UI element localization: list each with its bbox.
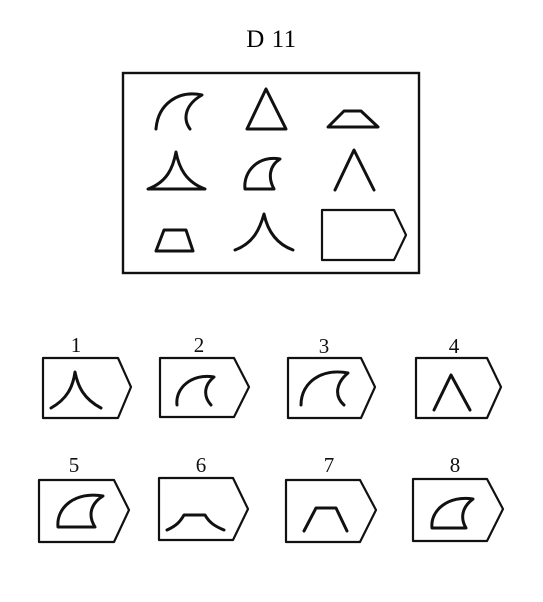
option-2[interactable] xyxy=(158,356,251,419)
matrix-cell-9-answer-frame xyxy=(320,208,408,262)
matrix-cell-2-triangle xyxy=(245,87,288,131)
matrix-panel xyxy=(121,71,421,275)
option-label-3: 3 xyxy=(319,334,330,358)
matrix-cell-8-concave-peak xyxy=(233,212,295,252)
option-label-7: 7 xyxy=(324,453,335,477)
matrix-cell-5-curved-fin xyxy=(243,156,282,191)
matrix-cell-4-concave-peak xyxy=(146,150,207,191)
option-label-4: 4 xyxy=(449,334,460,358)
matrix-cell-7-trapezoid xyxy=(154,228,195,253)
option-label-1: 1 xyxy=(71,333,82,357)
page-title: D 11 xyxy=(246,26,297,53)
option-label-6: 6 xyxy=(196,453,207,477)
matrix-cell-1-curved-fin xyxy=(154,92,204,131)
option-4[interactable] xyxy=(414,356,503,420)
option-5[interactable] xyxy=(37,478,131,544)
option-6[interactable] xyxy=(157,476,250,542)
option-7[interactable] xyxy=(284,478,378,544)
option-label-5: 5 xyxy=(69,453,80,477)
option-3[interactable] xyxy=(286,356,377,420)
option-8[interactable] xyxy=(411,477,505,543)
option-1[interactable] xyxy=(41,356,133,420)
option-label-8: 8 xyxy=(450,453,461,477)
matrix-cell-3-trapezoid xyxy=(326,109,380,129)
matrix-cell-6-inverted-v xyxy=(333,148,376,192)
option-label-2: 2 xyxy=(194,333,205,357)
